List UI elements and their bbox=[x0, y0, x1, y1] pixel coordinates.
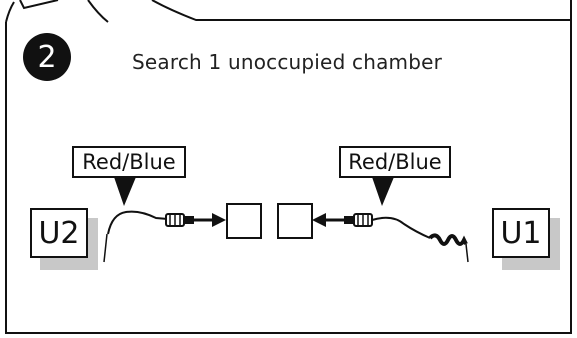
left-insert-arrow-head bbox=[212, 213, 226, 227]
panel-tab-edge bbox=[5, 1, 15, 23]
right-cable bbox=[371, 216, 431, 239]
unit-u2-box: U2 bbox=[30, 208, 88, 258]
step-number-badge: 2 bbox=[23, 33, 71, 81]
right-connector-plug bbox=[344, 213, 373, 227]
right-insert-arrow-head bbox=[312, 213, 326, 227]
right-cable-tail bbox=[465, 243, 469, 263]
panel-frame bbox=[5, 0, 572, 334]
panel-tab-shape bbox=[19, 0, 109, 23]
unit-u1-box: U1 bbox=[492, 208, 550, 258]
left-cable-color-label: Red/Blue bbox=[72, 146, 186, 178]
step-instruction: Search 1 unoccupied chamber bbox=[132, 50, 443, 74]
left-connector-plug bbox=[165, 213, 194, 227]
right-cable-coil bbox=[428, 233, 468, 246]
panel-tab-curve bbox=[151, 0, 571, 21]
left-cable bbox=[107, 210, 169, 235]
chamber-right bbox=[277, 203, 313, 239]
left-callout-pointer bbox=[114, 177, 136, 206]
chamber-left bbox=[226, 203, 262, 239]
right-cable-color-label: Red/Blue bbox=[339, 146, 451, 178]
left-cable-tail bbox=[103, 233, 108, 263]
right-callout-pointer bbox=[372, 177, 394, 206]
